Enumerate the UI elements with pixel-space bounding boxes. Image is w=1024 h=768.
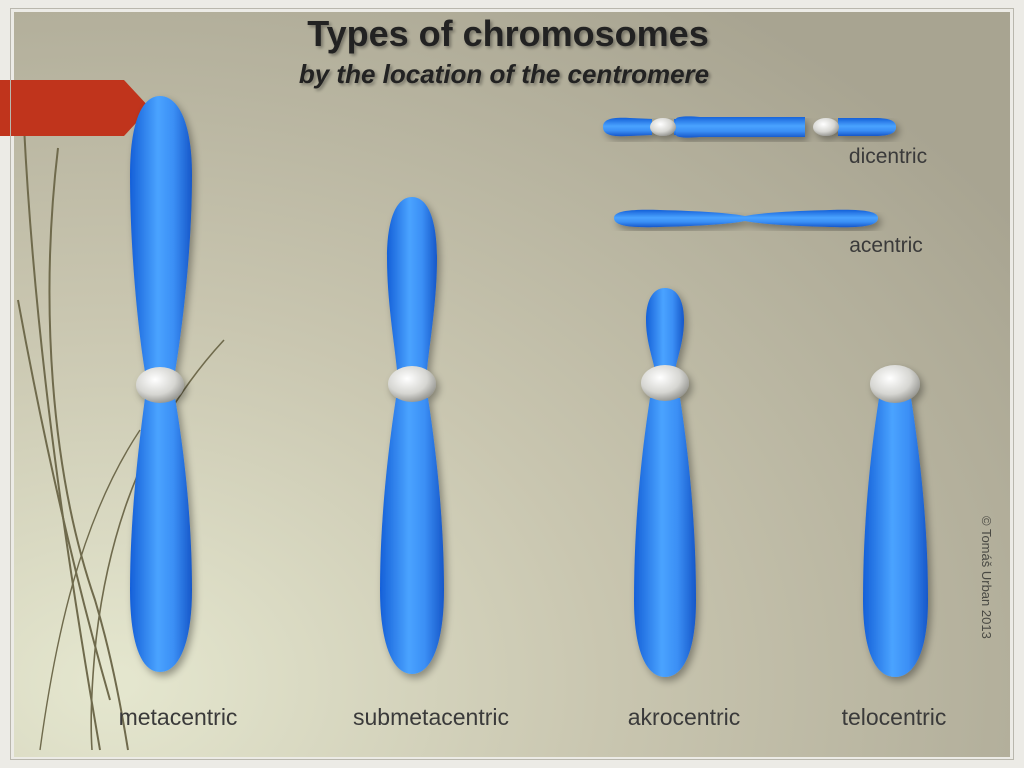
red-arrow-tab [0, 80, 150, 136]
label-telocentric: telocentric [842, 704, 947, 730]
label-dicentric: dicentric [849, 145, 927, 168]
metacentric-chromosome [130, 96, 192, 672]
label-acentric: acentric [849, 234, 923, 257]
label-akrocentric: akrocentric [628, 704, 740, 730]
slide-frame [10, 8, 1014, 760]
label-metacentric: metacentric [119, 704, 238, 730]
acentric-chromosome [614, 209, 878, 228]
telocentric-chromosome [863, 365, 928, 677]
dicentric-chromosome [603, 116, 896, 138]
label-submetacentric: submetacentric [353, 704, 509, 730]
submetacentric-chromosome [380, 197, 444, 674]
copyright-text: © Tomáš Urban 2013 [979, 516, 994, 639]
slide-title: Types of chromosomes [307, 13, 708, 54]
slide-subtitle: by the location of the centromere [299, 59, 709, 89]
akrocentric-chromosome [634, 288, 696, 677]
